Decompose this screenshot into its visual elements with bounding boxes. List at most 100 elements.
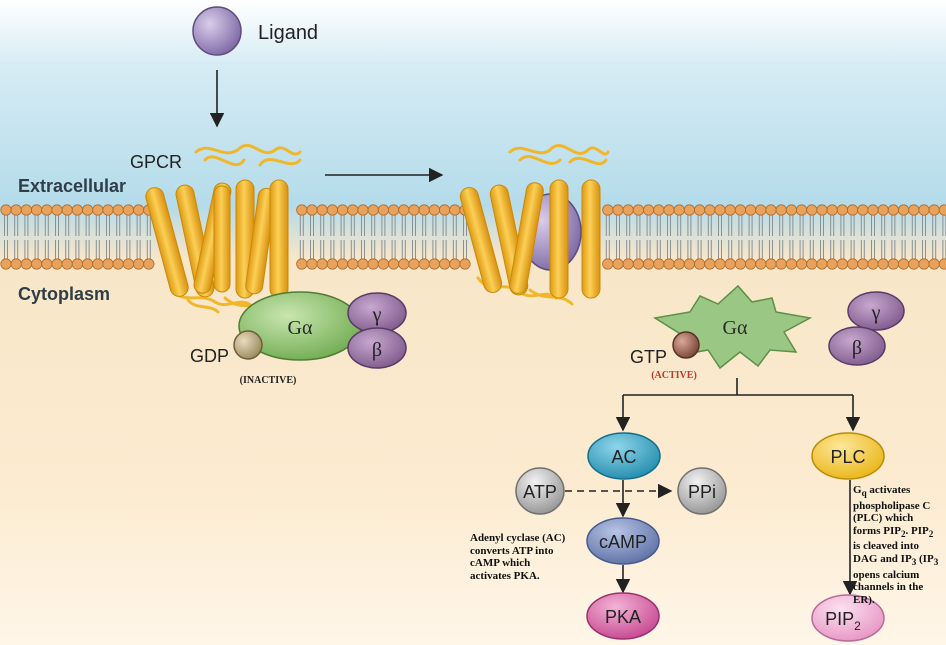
- gpcr-receptor-active: [459, 144, 610, 306]
- lipid-head: [765, 258, 777, 270]
- lipid-head: [377, 204, 389, 216]
- lipid-head: [336, 204, 349, 216]
- lipid-head: [51, 258, 63, 270]
- lipid-head: [795, 258, 808, 270]
- lipid-head: [724, 204, 736, 216]
- g-gamma-free: [847, 291, 905, 331]
- plc-node: [811, 432, 885, 480]
- lipid-tail: [442, 214, 447, 260]
- lipid-head: [459, 258, 471, 270]
- ac-explanation-note: Adenyl cyclase (AC) converts ATP into cA…: [470, 532, 566, 582]
- lipid-tail: [320, 214, 325, 260]
- lipid-head: [449, 258, 461, 270]
- lipid-head: [836, 258, 849, 270]
- lipid-tail: [626, 214, 631, 260]
- lipid-head: [806, 258, 818, 270]
- active-label: (ACTIVE): [651, 370, 697, 381]
- lipid-tail: [401, 214, 406, 260]
- lipid-tail: [728, 214, 733, 260]
- lipid-tail: [330, 214, 335, 260]
- lipid-head: [428, 258, 440, 270]
- lipid-tail: [350, 214, 355, 260]
- lipid-head: [102, 258, 114, 270]
- lipid-tail: [391, 214, 396, 260]
- lipid-head: [51, 204, 63, 216]
- lipid-head: [357, 258, 369, 270]
- lipid-tail: [718, 214, 722, 260]
- lipid-tail: [636, 214, 641, 260]
- lipid-head: [92, 258, 104, 270]
- lipid-head: [61, 258, 73, 270]
- gtp-icon: [672, 331, 700, 359]
- lipid-head: [806, 204, 818, 216]
- lipid-head: [122, 258, 134, 270]
- lipid-head: [10, 204, 22, 216]
- g-beta-free-label: β: [852, 337, 862, 359]
- lipid-head: [92, 204, 104, 216]
- lipid-head: [846, 204, 859, 216]
- ac-node-label: AC: [611, 447, 636, 467]
- lipid-tail: [697, 214, 702, 260]
- ac-node: [587, 432, 661, 480]
- lipid-head: [693, 258, 706, 270]
- lipid-head: [82, 258, 94, 270]
- g-gamma-inactive-label: γ: [372, 304, 382, 326]
- lipid-head: [795, 204, 808, 216]
- lipid-head: [908, 204, 920, 216]
- lipid-head: [683, 258, 696, 270]
- lipid-head: [112, 204, 124, 216]
- lipid-head: [663, 204, 675, 216]
- lipid-head: [347, 258, 359, 270]
- lipid-tail: [860, 214, 865, 260]
- lipid-tail: [799, 214, 804, 260]
- lipid-tail: [95, 214, 100, 260]
- lipid-head: [816, 258, 828, 270]
- lipid-head: [653, 258, 665, 270]
- lipid-head: [602, 204, 614, 216]
- lipid-head: [10, 258, 22, 270]
- lipid-head: [602, 258, 614, 270]
- lipid-head: [867, 258, 879, 270]
- lipid-tail: [116, 214, 121, 260]
- lipid-head: [673, 258, 685, 270]
- lipid-head: [653, 204, 665, 216]
- lipid-head: [826, 204, 838, 216]
- lipid-tail: [44, 214, 49, 260]
- lipid-head: [785, 204, 798, 216]
- lipid-tail: [656, 214, 661, 260]
- lipid-head: [61, 204, 73, 216]
- lipid-tail: [340, 214, 345, 260]
- lipid-tail: [146, 214, 151, 260]
- lipid-head: [704, 258, 716, 270]
- lipid-tail: [412, 214, 416, 260]
- lipid-tail: [463, 214, 467, 260]
- lipid-head: [734, 258, 747, 270]
- lipid-head: [71, 258, 84, 270]
- ppi-node: [677, 467, 727, 515]
- lipid-tail: [779, 214, 784, 260]
- lipid-tail: [136, 214, 141, 260]
- lipid-head: [296, 258, 308, 270]
- inactive-label: (INACTIVE): [240, 375, 297, 386]
- lipid-head: [663, 258, 675, 270]
- lipid-head: [816, 204, 828, 216]
- lipid-tail: [820, 214, 824, 260]
- lipid-head: [367, 204, 379, 216]
- lipid-head: [612, 204, 624, 216]
- lipid-tail: [850, 214, 855, 260]
- g-beta-inactive: [347, 327, 407, 369]
- camp-node: [586, 517, 660, 565]
- plc-pathway: PLC PIP2: [811, 432, 885, 642]
- lipid-head: [408, 258, 420, 270]
- lipid-head: [30, 204, 43, 216]
- lipid-tail: [371, 214, 376, 260]
- lipid-head: [744, 258, 757, 270]
- lipid-head: [133, 258, 145, 270]
- lipid-head: [836, 204, 849, 216]
- lipid-tail: [901, 214, 906, 260]
- g-beta-free: [828, 326, 886, 366]
- lipid-head: [938, 258, 946, 270]
- lipid-tail: [769, 214, 773, 260]
- extracellular-label: Extracellular: [18, 176, 126, 196]
- lipid-head: [867, 204, 879, 216]
